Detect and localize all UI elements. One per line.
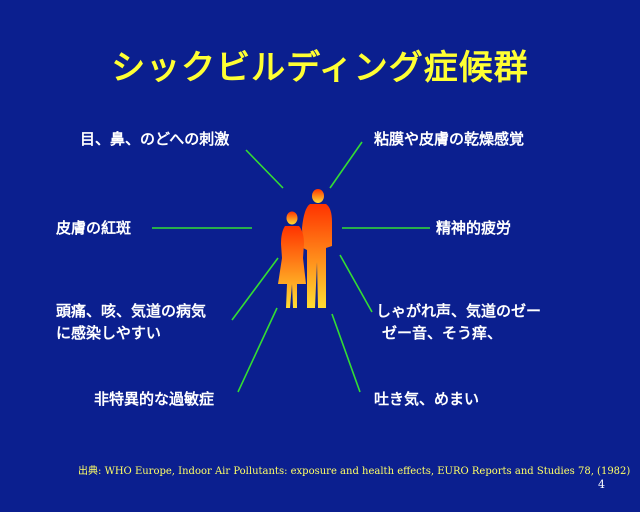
symptom-lower-right-line2: ゼー音、そう痒、 xyxy=(382,324,503,342)
symptom-bottom-left: 非特異的な過敏症 xyxy=(94,390,215,408)
source-label: 出典: xyxy=(78,466,102,477)
symptom-mid-left: 皮膚の紅斑 xyxy=(56,219,132,237)
symptom-lower-left-line1: 頭痛、咳、気道の病気 xyxy=(56,302,207,320)
source-citation: 出典: WHO Europe, Indoor Air Pollutants: e… xyxy=(78,462,630,477)
connector-top-right xyxy=(329,141,363,189)
page-number: 4 xyxy=(598,478,605,491)
connector-top-left xyxy=(245,149,284,189)
symptom-top-right: 粘膜や皮膚の乾燥感覚 xyxy=(374,130,525,148)
symptom-mid-right: 精神的疲労 xyxy=(436,219,512,237)
connector-bottom-left xyxy=(237,307,278,393)
connector-lower-left xyxy=(231,257,279,321)
symptom-bottom-right: 吐き気、めまい xyxy=(374,390,480,408)
slide-title: シックビルディング症候群 xyxy=(111,48,529,88)
symptom-lower-left-line2: に感染しやすい xyxy=(56,324,161,342)
connector-lower-right xyxy=(339,254,373,313)
symptom-lower-right-line1: しゃがれ声、気道のゼー xyxy=(376,302,542,320)
connector-bottom-right xyxy=(331,313,361,393)
source-text: WHO Europe, Indoor Air Pollutants: expos… xyxy=(104,466,631,477)
symptom-top-left: 目、鼻、のどへの刺激 xyxy=(80,130,230,148)
couple-silhouette-icon xyxy=(278,189,332,308)
